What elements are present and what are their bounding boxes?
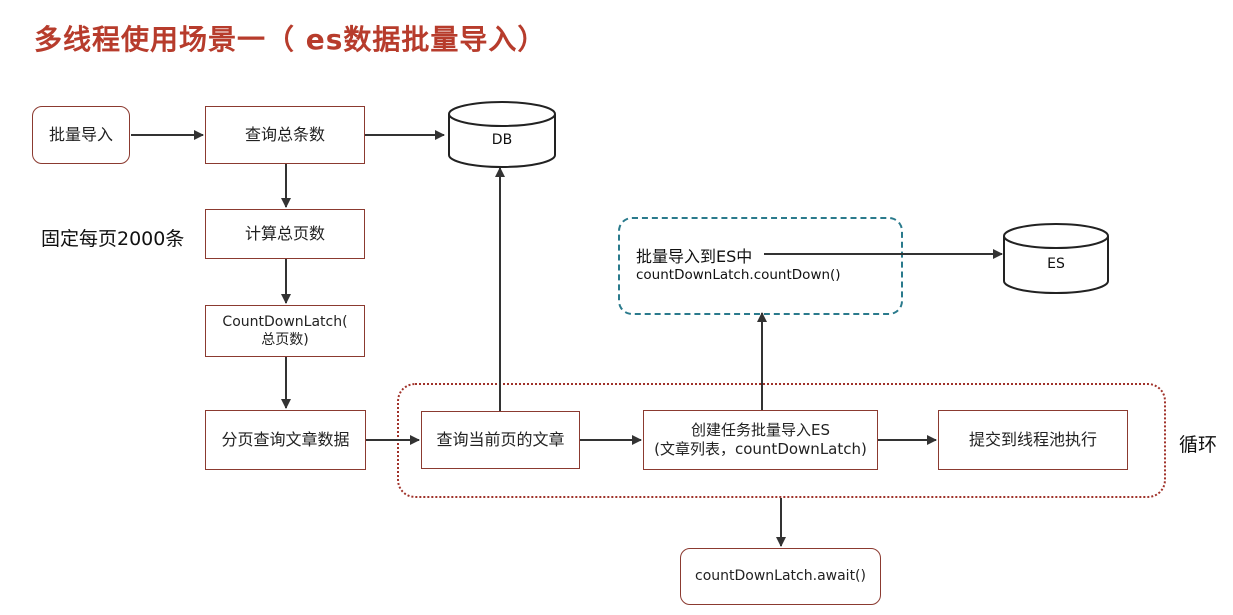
fixed-page-size-label: 固定每页2000条 — [41, 228, 185, 250]
es-label: ES — [1047, 256, 1065, 272]
countdown-latch-node: CountDownLatch( 总页数) — [205, 305, 365, 357]
calc-pages-node: 计算总页数 — [205, 209, 365, 259]
db-cylinder — [448, 101, 556, 168]
paged-query-node: 分页查询文章数据 — [205, 410, 366, 470]
query-total-node: 查询总条数 — [205, 106, 365, 164]
diagram-title: 多线程使用场景一（ es数据批量导入） — [34, 23, 547, 56]
es-cylinder — [1003, 223, 1109, 294]
query-current-page-node: 查询当前页的文章 — [421, 411, 580, 469]
es-import-text: 批量导入到ES中 — [636, 247, 753, 266]
batch-import-node: 批量导入 — [32, 106, 130, 164]
loop-label: 循环 — [1179, 434, 1218, 456]
await-node: countDownLatch.await() — [680, 548, 881, 605]
db-label: DB — [491, 132, 513, 148]
countdown-text: countDownLatch.countDown() — [636, 267, 841, 283]
create-task-node: 创建任务批量导入ES (文章列表，countDownLatch) — [643, 410, 878, 470]
submit-thread-pool-node: 提交到线程池执行 — [938, 410, 1128, 470]
